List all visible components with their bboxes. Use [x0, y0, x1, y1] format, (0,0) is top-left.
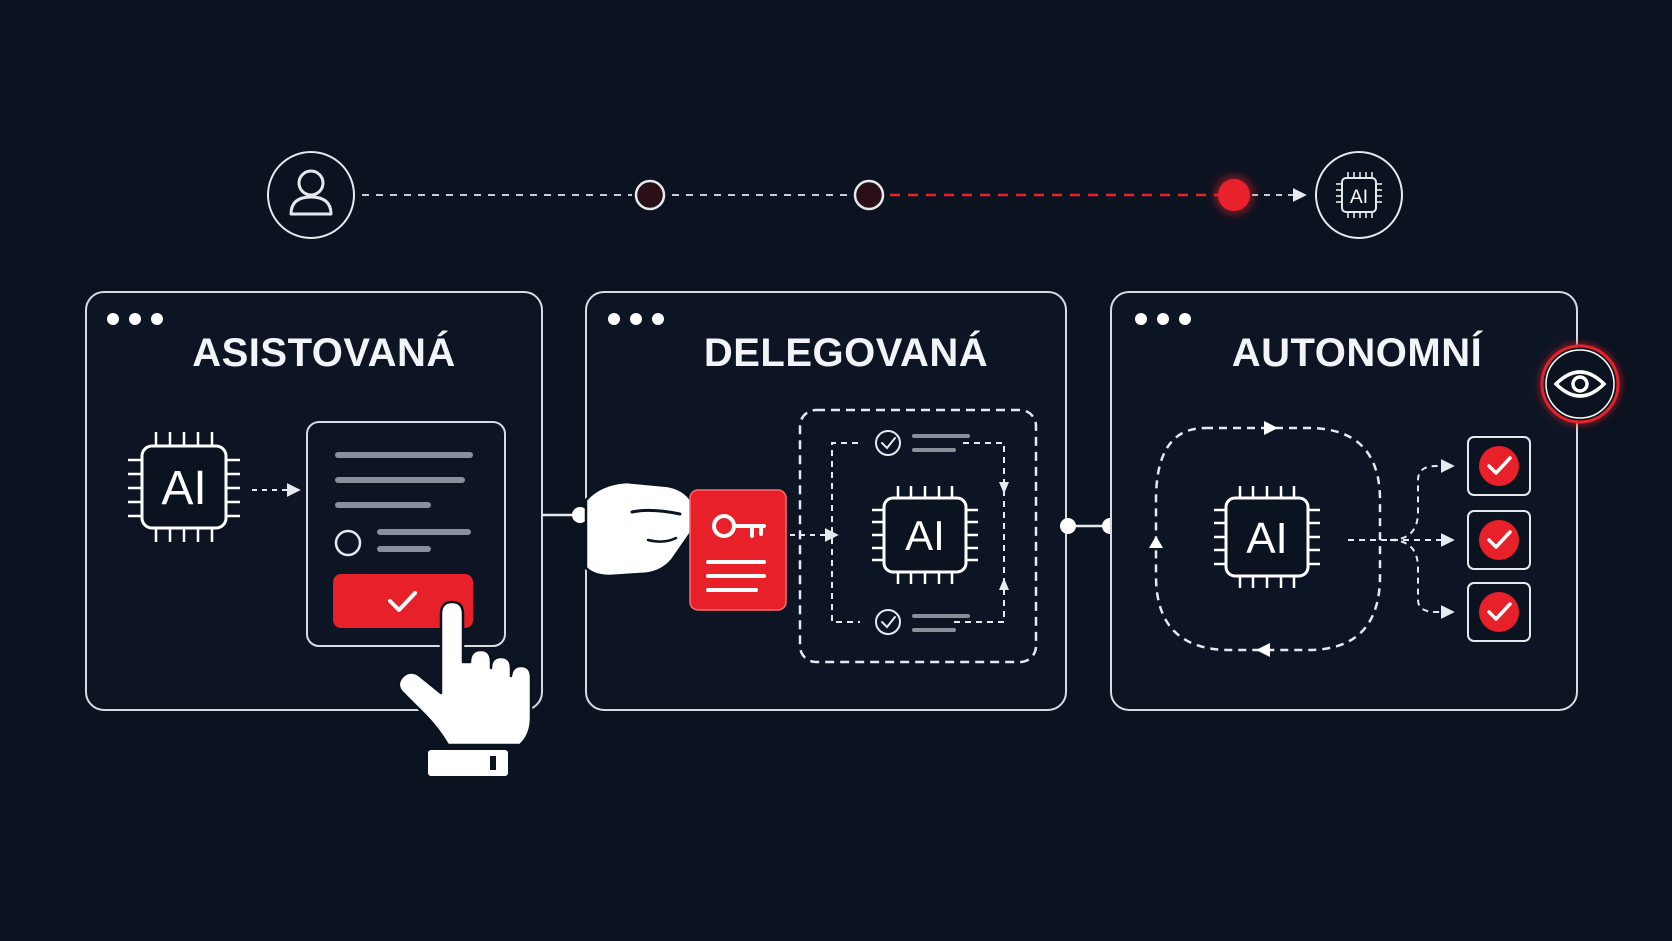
- panel-title-assisted: ASISTOVANÁ: [192, 330, 456, 375]
- ai-chip-label-assisted: AI: [161, 462, 206, 515]
- form-card: [306, 421, 506, 647]
- eye-icon: [1540, 344, 1620, 424]
- timeline: AI: [267, 151, 1403, 239]
- panel-title-delegated: DELEGOVANÁ: [704, 330, 988, 375]
- window-dots: [1135, 313, 1191, 325]
- credential-card: [689, 489, 787, 611]
- panel-autonomous: AUTONOMNÍ AI: [1110, 291, 1620, 711]
- window-dots: [608, 313, 664, 325]
- connector-node-1: [572, 507, 588, 523]
- timeline-step-2: [853, 179, 885, 211]
- checkmark-icon: [1487, 602, 1512, 621]
- result-check-2: [1467, 510, 1531, 570]
- ai-chip-label-autonomous: AI: [1246, 514, 1288, 563]
- branch-arrows: [1348, 459, 1455, 619]
- ai-chip-icon: AI: [1315, 151, 1403, 239]
- delegation-boundary: [798, 408, 1038, 664]
- key-icon: [712, 514, 766, 538]
- user-icon: [267, 151, 355, 239]
- autonomy-loop: [1154, 426, 1382, 652]
- result-check-3: [1467, 582, 1531, 642]
- approve-button: [333, 574, 473, 628]
- task-item-top: [875, 430, 970, 456]
- delegation-loop: [831, 442, 1005, 623]
- end-chip-label: AI: [1350, 187, 1368, 208]
- ai-chip-label-delegated: AI: [905, 512, 945, 559]
- timeline-step-1: [634, 179, 666, 211]
- connector-node-2a: [1060, 518, 1076, 534]
- result-check-1: [1467, 436, 1531, 496]
- checkmark-icon: [875, 609, 901, 635]
- checkmark-icon: [1487, 456, 1512, 475]
- hand-pointer-icon: [397, 600, 533, 776]
- task-item-bottom: [875, 609, 970, 635]
- checkmark-icon: [1487, 530, 1512, 549]
- panel-title-autonomous: AUTONOMNÍ: [1232, 330, 1483, 375]
- ai-chip-assisted: AI: [128, 432, 240, 542]
- panel-delegated: DELEGOVANÁ: [584, 291, 1067, 711]
- radio-option: [334, 529, 362, 557]
- window-dots: [107, 313, 163, 325]
- panel-assisted: ASISTOVANÁ AI: [85, 291, 543, 776]
- ai-chip-delegated: AI: [872, 486, 978, 584]
- checkmark-icon: [875, 430, 901, 456]
- ai-chip-autonomous: AI: [1214, 486, 1320, 588]
- checkmark-icon: [388, 591, 417, 612]
- timeline-step-3-active: [1218, 179, 1250, 211]
